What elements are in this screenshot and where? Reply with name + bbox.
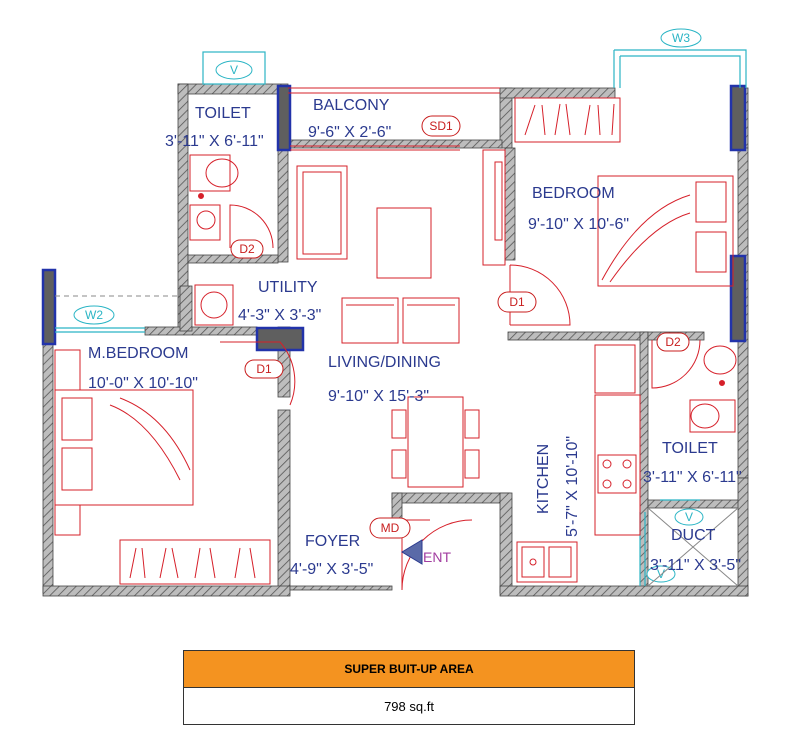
door-tag-sd1: SD1 — [429, 119, 453, 133]
floor-plan: V W3 W2 V V — [41, 28, 749, 597]
room-size-mbedroom: 10'-0" X 10'-10" — [88, 375, 198, 392]
room-name-toilet2: TOILET — [662, 440, 718, 457]
room-name-balcony: BALCONY — [313, 97, 390, 114]
area-table-header: SUPER BUIT-UP AREA — [183, 650, 635, 688]
window-tags — [73, 28, 704, 583]
columns — [41, 84, 747, 352]
door-tag-shapes — [230, 115, 690, 539]
window-tag-w2: W2 — [85, 308, 103, 322]
window-tag-v-duct1: V — [685, 510, 693, 524]
room-size-duct: 3'-11" X 3'-5" — [650, 557, 741, 574]
room-name-living: LIVING/DINING — [328, 354, 441, 371]
area-table-value: 798 sq.ft — [183, 687, 635, 725]
entrance-arrow-icon — [401, 539, 423, 565]
window-tag-w3: W3 — [672, 31, 690, 45]
window-tag-v-duct2: V — [657, 567, 665, 581]
windows — [55, 49, 747, 586]
room-size-utility: 4'-3" X 3'-3" — [238, 307, 321, 324]
room-name-bedroom: BEDROOM — [532, 185, 615, 202]
door-tag-d2-utility: D2 — [239, 242, 255, 256]
room-size-bedroom: 9'-10" X 10'-6" — [528, 216, 629, 233]
room-name-mbedroom: M.BEDROOM — [88, 345, 188, 362]
room-size-toilet2: 3'-11" X 6'-11" — [643, 469, 742, 486]
room-size-kitchen: 5'-7" X 10'-10" — [564, 436, 581, 537]
room-name-toilet1: TOILET — [195, 105, 251, 122]
room-size-toilet1: 3'-11" X 6'-11" — [165, 133, 264, 150]
room-size-living: 9'-10" X 15'-3" — [328, 388, 429, 405]
window-tag-v-top: V — [230, 63, 238, 77]
room-name-utility: UTILITY — [258, 279, 318, 296]
door-tag-d2-toilet: D2 — [665, 335, 681, 349]
room-size-balcony: 9'-6" X 2'-6" — [308, 124, 391, 141]
room-name-foyer: FOYER — [305, 533, 360, 550]
area-table: SUPER BUIT-UP AREA 798 sq.ft — [183, 650, 635, 725]
door-tag-md: MD — [381, 521, 400, 535]
furniture — [54, 87, 739, 587]
room-name-duct: DUCT — [671, 527, 716, 544]
door-tag-d1-bedroom: D1 — [509, 295, 525, 309]
entrance-label: ENT — [423, 549, 451, 565]
door-tag-d1-mbedroom: D1 — [256, 362, 272, 376]
room-name-kitchen: KITCHEN — [535, 444, 552, 514]
room-size-foyer: 4'-9" X 3'-5" — [290, 561, 373, 578]
